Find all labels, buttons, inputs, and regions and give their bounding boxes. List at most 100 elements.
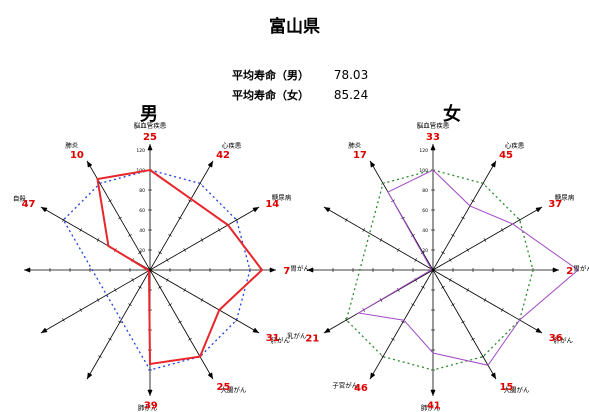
female-axis-tick	[441, 286, 445, 289]
male-axis-tick	[98, 355, 102, 358]
female-axis-arrow	[430, 144, 436, 150]
female-axis-tick	[397, 288, 400, 292]
female-axis-tick	[411, 234, 415, 237]
male-axis-rank: 25	[217, 382, 231, 393]
female-axis-arrow	[490, 372, 496, 380]
female-reference-line	[345, 169, 534, 371]
female-radial-tick-label: 60	[422, 208, 428, 214]
life-expectancy-male-label: 平均寿命（男）	[232, 69, 309, 82]
female-axis-tick	[491, 372, 495, 376]
male-axis-tick	[178, 216, 182, 220]
female-axis-spoke	[369, 269, 434, 380]
female-axis-tick	[471, 199, 475, 202]
female-axis-rank: 41	[427, 400, 441, 411]
female-axis-name: 子宮がん	[332, 381, 359, 390]
female-axis-name: 乳がん	[287, 331, 307, 340]
female-axis-tick	[535, 208, 539, 212]
male-axis-arrow	[252, 207, 260, 213]
female-axis-tick	[345, 318, 348, 322]
male-axis-tick	[138, 251, 142, 254]
female-radial-tick-label: 20	[422, 248, 428, 254]
male-axis-arrow	[24, 267, 30, 273]
male-axis-rank: 31	[266, 333, 280, 344]
male-axis-tick	[158, 286, 162, 289]
female-axis-tick	[466, 248, 469, 252]
female-axis-rank: 21	[305, 333, 319, 344]
male-axis-spoke	[40, 269, 151, 334]
female-axis-name: 大腸がん	[504, 385, 531, 394]
female-axis-rank: 45	[499, 150, 513, 161]
female-axis-tick	[501, 228, 504, 232]
male-radial-tick-label: 20	[139, 248, 145, 254]
female-axis-tick	[397, 248, 400, 252]
male-axis-tick	[208, 164, 212, 168]
male-axis-rank: 10	[70, 150, 84, 161]
female-axis-name: 肺炎	[348, 141, 362, 149]
female-axis-rank: 2	[566, 266, 573, 277]
female-axis-tick	[518, 218, 521, 222]
life-expectancy-male-value: 78.03	[333, 68, 369, 82]
female-axis-tick	[449, 278, 452, 282]
male-radial-tick-label: 80	[139, 188, 145, 194]
female-axis-spoke	[432, 269, 543, 334]
male-axis-tick	[200, 238, 204, 242]
male-radial-tick-label: 60	[139, 208, 145, 214]
female-axis-tick	[414, 278, 417, 282]
female-radial-tick-label: 120	[419, 148, 428, 154]
female-axis-tick	[449, 258, 452, 262]
male-data-line	[96, 168, 264, 366]
male-axis-tick	[88, 372, 92, 376]
male-axis-arrow	[207, 160, 213, 168]
female-axis-spoke	[432, 206, 543, 271]
male-axis-tick	[108, 199, 112, 202]
male-axis-arrow	[87, 372, 93, 380]
male-axis-arrow	[147, 390, 153, 396]
male-axis-tick	[96, 238, 100, 242]
female-axis-tick	[414, 258, 417, 262]
male-axis-tick	[208, 372, 212, 376]
female-axis-arrow	[490, 160, 496, 168]
male-axis-tick	[166, 258, 169, 262]
male-axis-tick	[158, 251, 162, 254]
female-axis-arrow	[370, 160, 376, 168]
male-radial-tick-label: 120	[136, 148, 145, 154]
female-axis-tick	[421, 251, 425, 254]
female-axis-tick	[421, 286, 425, 289]
female-axis-rank: 17	[353, 150, 367, 161]
female-axis-arrow	[323, 207, 331, 213]
male-axis-tick	[79, 228, 82, 232]
female-axis-tick	[535, 328, 539, 332]
female-axis-rank: 46	[354, 383, 368, 394]
female-axis-rank: 15	[500, 382, 514, 393]
male-axis-tick	[88, 164, 92, 168]
life-expectancy-female-label: 平均寿命（女）	[232, 89, 309, 102]
female-axis-name: 肺がん	[421, 403, 441, 412]
male-axis-tick	[200, 298, 204, 302]
male-axis-tick	[178, 320, 182, 324]
female-axis-spoke	[323, 206, 434, 271]
male-axis-rank: 42	[216, 150, 230, 161]
male-axis-name: 心疾患	[222, 140, 242, 149]
female-axis-tick	[466, 288, 469, 292]
female-axis-arrow	[370, 372, 376, 380]
male-radial-tick-label: 40	[139, 228, 145, 234]
male-chart-title: 男	[140, 104, 158, 125]
male-axis-name: 大腸がん	[221, 385, 248, 394]
male-axis-name: 脳血管疾患	[134, 120, 167, 129]
male-axis-tick	[183, 248, 186, 252]
female-axis-tick	[451, 234, 455, 237]
female-axis-spoke	[432, 269, 497, 380]
male-axis-tick	[79, 308, 82, 312]
male-axis-spoke	[86, 269, 151, 380]
male-axis-tick	[128, 303, 132, 306]
female-axis-tick	[391, 338, 395, 341]
male-axis-rank: 39	[144, 400, 158, 411]
male-axis-name: 肺がん	[138, 403, 158, 412]
female-axis-tick	[483, 238, 487, 242]
male-axis-rank: 47	[22, 199, 36, 210]
male-axis-tick	[168, 234, 172, 237]
male-axis-rank: 14	[265, 199, 279, 210]
female-axis-arrow	[307, 267, 313, 273]
female-axis-name: 胃がん	[573, 264, 589, 273]
